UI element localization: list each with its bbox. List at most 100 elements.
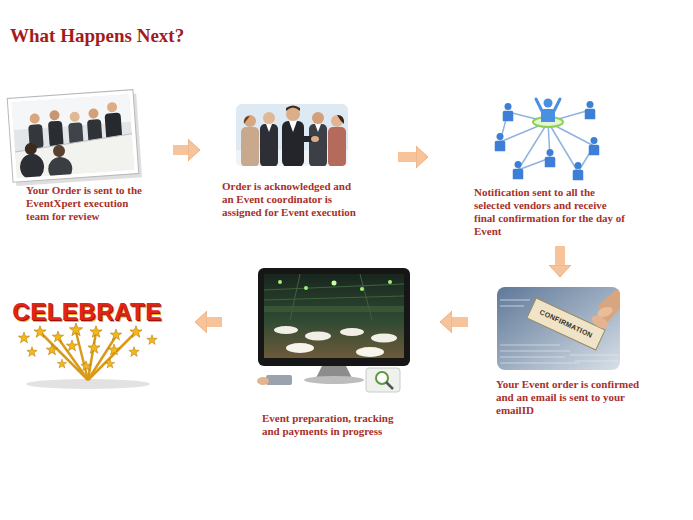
network-icon (518, 122, 548, 170)
celebration-stars (46, 344, 57, 355)
page-title: What Happens Next? (10, 25, 184, 47)
monitor-picture (286, 343, 314, 353)
team-photo (263, 112, 275, 124)
confirmation-photo (497, 287, 620, 370)
team-photo (328, 127, 346, 166)
monitor-picture (264, 274, 404, 358)
celebration-stars (130, 326, 142, 338)
monitor-picture (340, 328, 364, 336)
picture-space (256, 268, 416, 412)
step-caption: Your Event order is confirmed and an ema… (496, 378, 644, 417)
team-photo (289, 121, 297, 132)
celebration-stars (147, 335, 157, 345)
meeting-photo (47, 156, 73, 178)
network-icon (585, 101, 596, 119)
picture-space (474, 92, 634, 186)
celebration-stars (110, 329, 121, 340)
flow-arrow (452, 317, 468, 327)
monitor-picture (264, 306, 404, 312)
team-photo (312, 112, 324, 124)
flow-arrow (398, 152, 416, 162)
monitor-picture (388, 280, 392, 284)
celebration-stars (76, 332, 88, 380)
flow-arrow (555, 246, 565, 265)
monitor-picture (360, 274, 372, 320)
celebration-stars (81, 361, 91, 371)
team-photo (236, 104, 348, 167)
meeting-photo (107, 102, 118, 113)
monitor-picture (290, 274, 300, 320)
team-photo (311, 136, 319, 142)
network-icon (495, 99, 600, 181)
monitor-picture (360, 287, 364, 291)
network-icon (589, 137, 600, 155)
confirmation-photo (500, 299, 530, 300)
confirmation-photo (575, 360, 618, 361)
meeting-photo (19, 153, 45, 178)
monitor-picture (304, 376, 364, 384)
flow-arrow (207, 317, 222, 327)
step-box: Notification sent to all the selected ve… (474, 92, 634, 238)
meeting-photo (48, 121, 64, 148)
meeting-photo (69, 111, 80, 122)
celebration-stars (88, 342, 100, 354)
confirmation-photo (500, 362, 580, 363)
picture-space (222, 100, 382, 180)
monitor-picture (257, 268, 410, 392)
confirmation-photo (527, 298, 605, 350)
celebration-stars (90, 326, 102, 338)
monitor-picture (257, 377, 269, 385)
monitor-picture (278, 280, 282, 284)
celebration-stars (57, 359, 67, 368)
meeting-photo (49, 110, 60, 121)
meeting-photo (11, 94, 134, 178)
monitor-picture (264, 274, 404, 320)
monitor-picture (274, 326, 298, 334)
network-icon (513, 161, 524, 179)
step-box: Your Event order is confirmed and an ema… (494, 284, 644, 417)
team-photo (244, 116, 250, 124)
step-box: Event preparation, tracking and payments… (256, 268, 416, 438)
confirmation-photo (500, 344, 560, 345)
celebration-stars (129, 347, 139, 357)
picture-space (8, 88, 158, 184)
monitor-picture (356, 347, 384, 357)
picture-space (494, 284, 644, 378)
network-icon (536, 99, 542, 111)
celebration-stars (108, 344, 119, 355)
team-photo (315, 124, 321, 132)
team-photo (236, 106, 348, 167)
team-photo (282, 121, 304, 166)
team-photo (241, 127, 259, 166)
confirmation-photo (596, 305, 614, 319)
monitor-picture (258, 268, 410, 366)
celebration-stars (40, 332, 88, 380)
team-photo (236, 104, 348, 166)
meeting-photo (7, 89, 142, 186)
step-caption: Order is acknowledged and an Event coord… (222, 180, 362, 219)
celebration-stars (18, 332, 29, 343)
celebration-stars (26, 379, 150, 389)
confirmation-photo (500, 356, 565, 357)
celebration-stars (27, 347, 37, 357)
monitor-picture (386, 382, 393, 389)
team-photo (309, 124, 327, 166)
meeting-photo (88, 108, 99, 119)
celebration-stars (66, 340, 77, 351)
network-icon (545, 149, 556, 167)
celebration-stars (34, 326, 46, 338)
celebrate-badge: CELEBRATE (6, 292, 168, 376)
network-icon (573, 162, 584, 180)
meeting-photo (24, 143, 37, 156)
monitor-picture (371, 334, 397, 343)
monitor-picture (332, 281, 337, 286)
flow-arrow (173, 145, 188, 155)
celebration-stars (88, 336, 116, 380)
celebrate-text: CELEBRATE (6, 298, 168, 326)
confirmation-photo (500, 350, 570, 351)
team-photo (260, 124, 278, 166)
meeting-photo (7, 90, 139, 183)
step-box: Your Order is sent to the EventXpert exe… (8, 88, 158, 223)
